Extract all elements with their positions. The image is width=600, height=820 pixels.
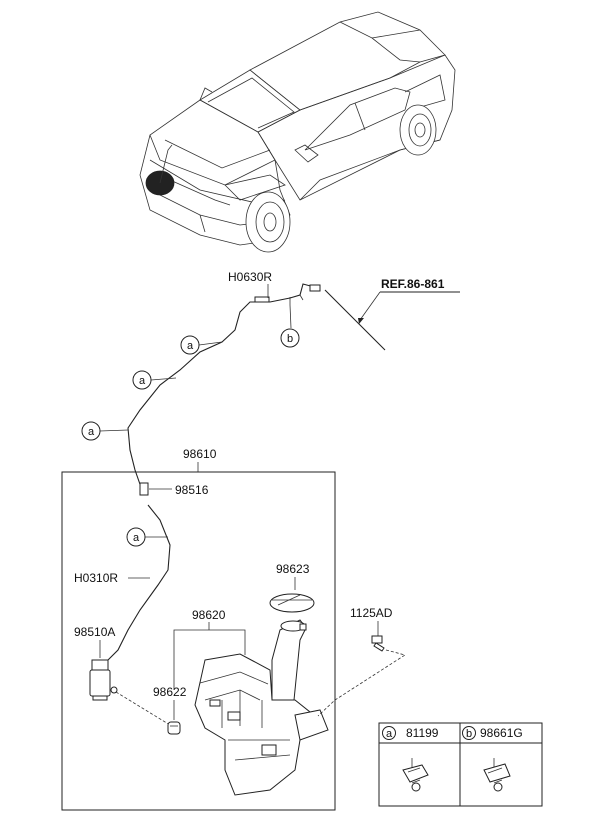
hose-connector-98516 bbox=[139, 482, 149, 496]
label-98623: 98623 bbox=[276, 562, 310, 576]
callout-a-2 bbox=[132, 370, 152, 390]
bolt-1125ad bbox=[371, 635, 385, 652]
label-h0630r: H0630R bbox=[228, 270, 272, 284]
legend-b-part: 98661G bbox=[480, 726, 523, 740]
label-98610: 98610 bbox=[183, 447, 217, 461]
hose-end-upper bbox=[309, 284, 321, 292]
legend-b-circle bbox=[462, 726, 476, 740]
callout-a-3-label: a bbox=[88, 426, 95, 438]
upper-hose-route: b bbox=[127, 283, 386, 491]
callout-a-1-label: a bbox=[187, 340, 194, 352]
hose-clip-98661g-icon bbox=[483, 758, 511, 792]
hose-clip-81199-icon bbox=[402, 758, 429, 792]
legend-b-letter: b bbox=[466, 728, 472, 740]
label-98620: 98620 bbox=[192, 608, 226, 622]
callout-b-upper bbox=[280, 328, 300, 348]
legend-a-letter: a bbox=[386, 728, 393, 740]
label-98510a: 98510A bbox=[74, 625, 115, 639]
label-98516: 98516 bbox=[175, 483, 209, 497]
label-h0310r: H0310R bbox=[74, 571, 118, 585]
callout-a-2-label: a bbox=[139, 375, 146, 387]
callout-a-1 bbox=[180, 335, 200, 355]
label-98622: 98622 bbox=[153, 685, 187, 699]
callout-a-3 bbox=[81, 421, 101, 441]
callout-a-4 bbox=[126, 527, 146, 547]
legend-table: a 81199 b 98661G bbox=[378, 722, 543, 807]
grommet-98622 bbox=[167, 721, 181, 735]
label-1125ad: 1125AD bbox=[350, 606, 393, 620]
washer-pump-98510a bbox=[89, 659, 118, 701]
legend-a-circle bbox=[382, 726, 396, 740]
legend-a-part: 81199 bbox=[406, 726, 439, 740]
reservoir-cap-98623 bbox=[269, 593, 315, 613]
assembly-box-98610 bbox=[61, 471, 336, 811]
label-ref: REF.86-861 bbox=[381, 277, 445, 291]
callout-a-4-label: a bbox=[133, 532, 140, 544]
hose-joint-upper bbox=[254, 296, 270, 303]
car-illustration bbox=[139, 11, 456, 253]
callout-b-upper-label: b bbox=[287, 333, 293, 345]
washer-reservoir-98620 bbox=[194, 619, 329, 796]
